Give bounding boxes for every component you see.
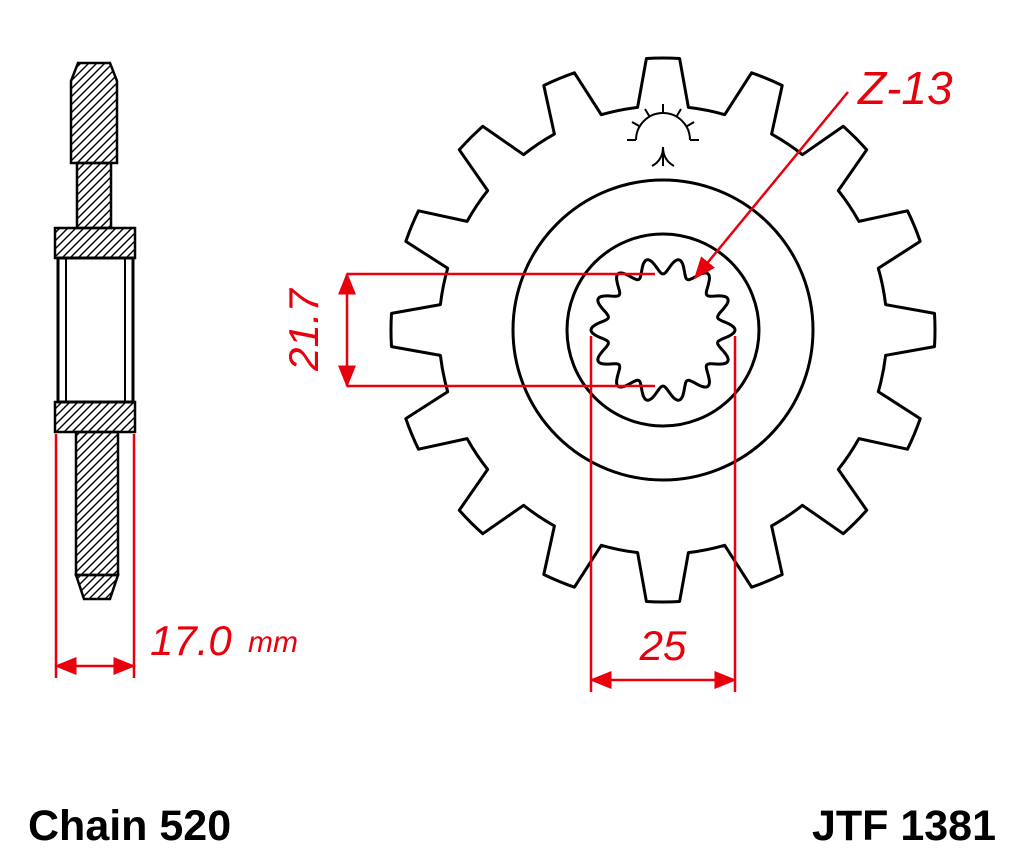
dim-z13: Z-13	[693, 62, 953, 280]
dim-21-7-label: 21.7	[280, 287, 327, 371]
hub-flange-top	[53, 226, 137, 260]
hub-circle-outer	[511, 178, 815, 482]
dim-25: 25	[589, 336, 737, 692]
part-number-label: JTF 1381	[812, 802, 996, 850]
forge-mark-icon	[651, 146, 675, 167]
dim-17-0: 17.0 mm	[54, 434, 298, 678]
dimensions: 21.7 25 Z-13 17.0 mm	[54, 62, 953, 692]
side-view	[53, 61, 137, 601]
shaft-top-cap	[69, 61, 119, 165]
chain-size-label: Chain 520	[28, 802, 231, 850]
hub-flange-bottom	[53, 400, 137, 434]
hub-circle-inner	[565, 232, 761, 428]
surface-finish-symbol	[627, 104, 699, 167]
shaft-bottom-tip	[74, 573, 120, 601]
sprocket-teeth	[389, 56, 937, 604]
z13-label: Z-13	[857, 62, 953, 114]
footer: Chain 520 JTF 1381	[28, 802, 996, 850]
shaft-lower	[74, 430, 120, 577]
hub-body	[56, 256, 135, 404]
shaft-upper-neck	[75, 161, 113, 230]
dim-17-label: 17.0	[150, 617, 232, 664]
dim-25-label: 25	[639, 622, 687, 669]
dim-17-unit-label: mm	[248, 626, 298, 659]
spline-bore	[589, 258, 737, 402]
front-view	[389, 56, 937, 604]
dim-21-7: 21.7	[280, 272, 655, 388]
z13-leader-line	[693, 91, 849, 280]
sun-rays-icon	[627, 104, 699, 141]
